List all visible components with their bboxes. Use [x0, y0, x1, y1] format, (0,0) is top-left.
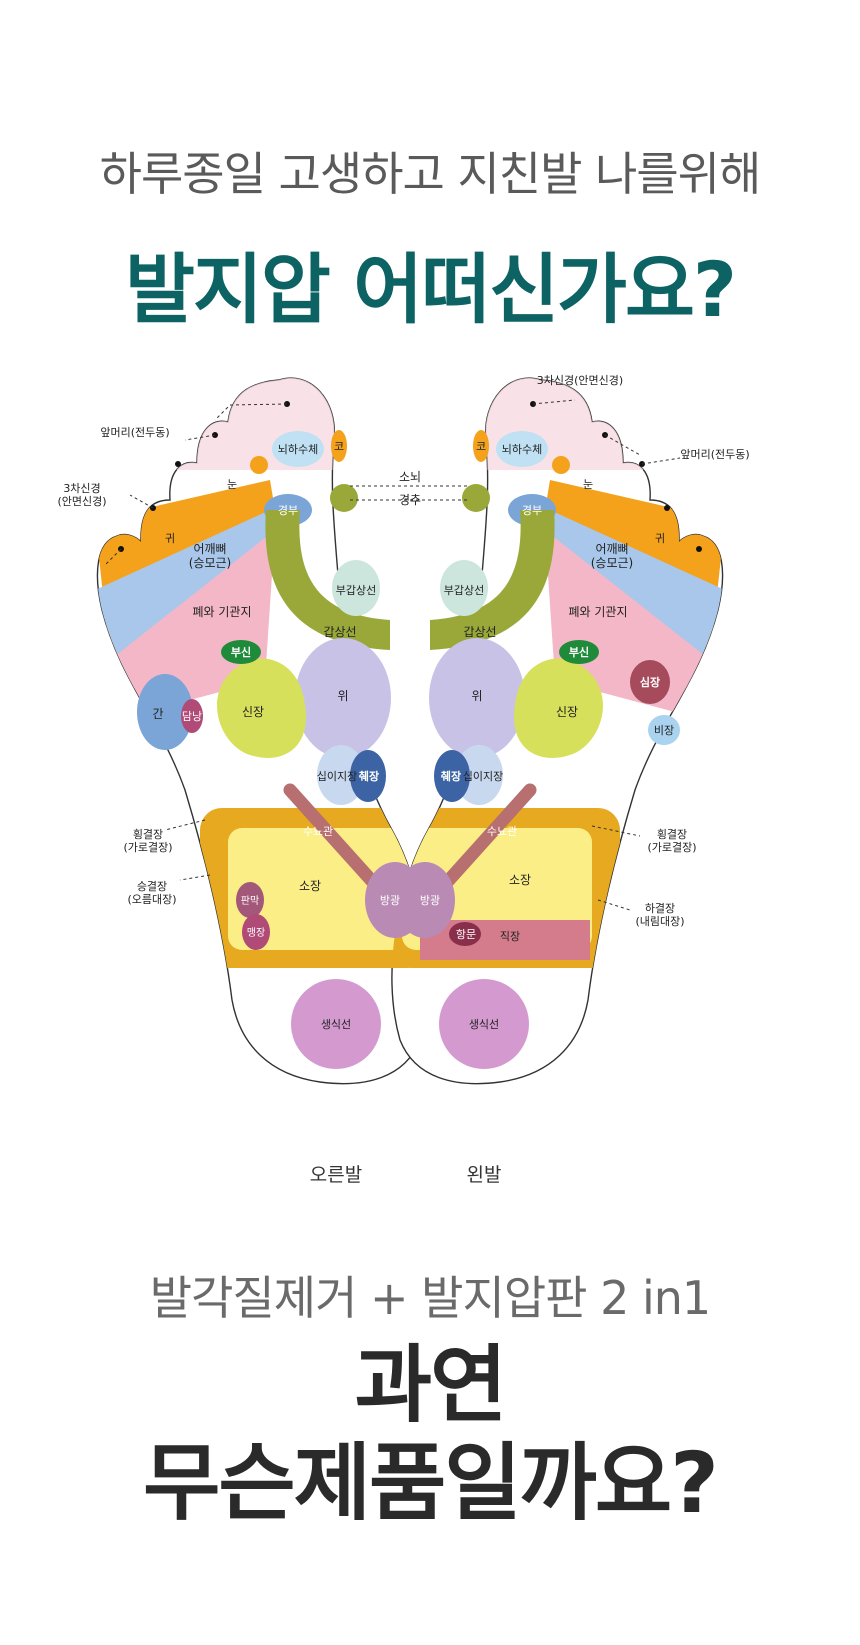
- foot-label-stomach: 위: [471, 689, 482, 703]
- foot-label-stomach: 위: [337, 689, 348, 703]
- foot-label-head-front: 앞머리(전두동): [100, 426, 169, 439]
- foot-label-eye: 눈: [227, 478, 237, 491]
- foot-label-heart: 심장: [640, 675, 660, 689]
- foot-label-small-intestine: 소장: [509, 873, 531, 887]
- foot-label-neck: 경부: [278, 504, 298, 517]
- foot-label-bladder: 방광: [420, 894, 440, 907]
- foot-label-anus: 항문: [456, 928, 476, 941]
- foot-label-ear: 귀: [655, 532, 665, 545]
- foot-label-thyroid: 갑상선: [463, 625, 496, 639]
- foot-label-cervical: 경추: [399, 493, 421, 507]
- main-headline: 발지압 어떠신가요?: [125, 245, 737, 334]
- leader-lines: [104, 399, 681, 911]
- foot-label-eye: 눈: [583, 478, 593, 491]
- foot-label-lung: 폐와 기관지: [568, 605, 627, 619]
- foot-label-appendix: 맹장: [247, 927, 265, 939]
- foot-label-liver: 간: [152, 707, 163, 721]
- foot-label-spleen: 비장: [654, 724, 674, 737]
- foot-label-bladder: 방광: [380, 894, 400, 907]
- foot-label-adrenal: 부신: [569, 645, 589, 659]
- foot-label-pituitary: 뇌하수체: [502, 442, 542, 456]
- foot-label-lung: 폐와 기관지: [192, 605, 251, 619]
- foot-label-kidney: 신장: [242, 705, 264, 719]
- foot-label-ascending-colon: 승결장(오름대장): [127, 880, 176, 906]
- foot-label-gonad: 생식선: [469, 1018, 499, 1031]
- foot-label-descending-colon: 하결장(내림대장): [635, 901, 684, 928]
- foot-label-parathyroid: 부갑상선: [336, 584, 376, 597]
- foot-label-ureter: 수뇨관: [303, 825, 333, 838]
- foot-label-shoulder: 어깨뼈(승모근): [189, 542, 231, 570]
- foot-label-trigeminal: 3차신경(안면신경): [57, 482, 106, 508]
- foot-label-duodenum: 십이지장: [463, 770, 503, 783]
- left-foot-organs: [395, 430, 680, 1069]
- foot-label-ear: 귀: [165, 532, 175, 545]
- question-line-2: 무슨제품일까요?: [143, 1434, 719, 1532]
- foot-label-valve: 판막: [241, 895, 259, 907]
- foot-label-pancreas: 췌장: [441, 769, 461, 783]
- foot-label-pancreas: 췌장: [359, 769, 379, 783]
- foot-label-nose: 코: [334, 440, 344, 453]
- foot-label-pituitary: 뇌하수체: [278, 442, 318, 456]
- foot-label-kidney: 신장: [556, 705, 578, 719]
- foot-label-small-intestine: 소장: [299, 879, 321, 893]
- foot-label-gonad: 생식선: [321, 1018, 351, 1031]
- foot-label-head-front: 앞머리(전두동): [680, 448, 749, 461]
- left-foot-caption: 왼발: [466, 1164, 502, 1186]
- right-foot-caption: 오른발: [309, 1164, 363, 1186]
- foot-label-trigeminal: 3차신경(안면신경): [537, 374, 623, 387]
- question-line-1: 과연: [354, 1336, 508, 1434]
- product-subtitle: 발각질제거 + 발지압판 2 in1: [149, 1271, 711, 1325]
- right-foot-organs: [137, 430, 425, 1069]
- foot-label-duodenum: 십이지장: [317, 770, 357, 783]
- foot-label-transverse-colon: 횡결장(가로결장): [123, 828, 172, 854]
- foot-label-parathyroid: 부갑상선: [444, 584, 484, 597]
- intro-headline: 하루종일 고생하고 지친발 나를위해: [99, 147, 762, 201]
- foot-label-thyroid: 갑상선: [323, 625, 356, 639]
- foot-label-ureter: 수뇨관: [487, 825, 517, 838]
- foot-label-adrenal: 부신: [231, 645, 251, 659]
- foot-label-shoulder: 어깨뼈(승모근): [591, 542, 633, 570]
- foot-label-neck: 경부: [522, 504, 542, 517]
- foot-label-rectum: 직장: [500, 930, 520, 943]
- foot-label-cerebellum: 소뇌: [399, 470, 421, 484]
- foot-label-transverse-colon: 횡결장(가로결장): [647, 828, 696, 854]
- foot-label-nose: 코: [476, 440, 486, 453]
- foot-label-gallbladder: 담낭: [182, 710, 202, 723]
